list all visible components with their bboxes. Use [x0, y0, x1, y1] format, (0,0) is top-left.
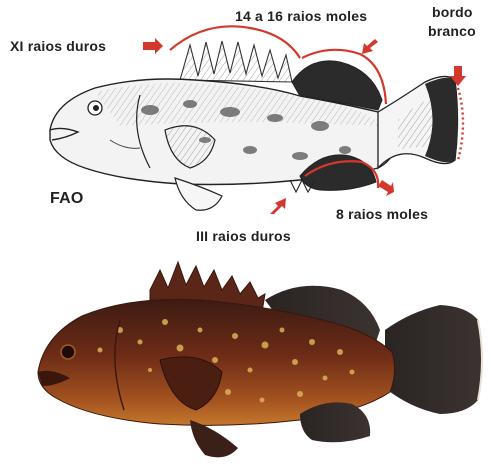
- label-caudal-edge-line1: bordo: [432, 4, 473, 20]
- photo-caudal-fin: [385, 305, 482, 414]
- arrow-dorsal-soft: [362, 39, 378, 54]
- caudal-white-edge-dots: [458, 88, 463, 160]
- label-caudal-edge-line2: branco: [428, 23, 476, 39]
- line-drawing-fish: [50, 41, 458, 210]
- photo-eye: [61, 345, 75, 359]
- label-dorsal-soft-rays: 14 a 16 raios moles: [235, 8, 367, 24]
- label-dorsal-spines: XI raios duros: [10, 38, 106, 54]
- arrow-anal-soft: [378, 180, 394, 196]
- label-anal-spines: III raios duros: [196, 228, 291, 244]
- arrow-anal-spines: [270, 198, 286, 214]
- label-source: FAO: [50, 190, 84, 208]
- dorsal-spiny-fin: [180, 41, 292, 82]
- label-anal-soft-rays: 8 raios moles: [336, 206, 428, 222]
- photo-fish: [38, 262, 482, 457]
- arrow-dorsal-spines: [143, 38, 163, 54]
- photo-anal-fin: [300, 402, 370, 442]
